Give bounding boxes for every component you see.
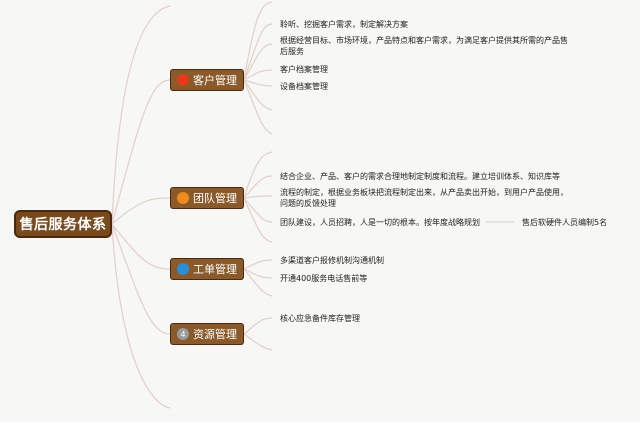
link-root-extra-top bbox=[111, 5, 171, 225]
link-b1-l1 bbox=[243, 195, 273, 199]
blue-circle-icon bbox=[177, 263, 189, 275]
link-root-extra-bottom bbox=[111, 223, 171, 409]
branch-customer-management[interactable]: 客户管理 bbox=[170, 69, 244, 91]
leaf-b0-1: 根据经营目标、市场环境，产品特点和客户需求，为满足客户提供其所需的产品售后服务 bbox=[280, 36, 568, 56]
leaf-b2-0: 多渠道客户报修机制沟通机制 bbox=[280, 256, 384, 265]
link-b0-l1 bbox=[243, 43, 273, 81]
link-b1-e0 bbox=[243, 151, 273, 199]
number-4-icon: 4 bbox=[177, 328, 189, 340]
branch-label: 资源管理 bbox=[193, 328, 237, 341]
link-b1-e1 bbox=[243, 197, 273, 243]
root-node[interactable]: 售后服务体系 bbox=[14, 210, 112, 238]
link-b0-l3 bbox=[243, 79, 273, 87]
number-4-icon-text: 4 bbox=[180, 329, 186, 339]
leaf-b0-0: 聆听、挖掘客户需求，制定解决方案 bbox=[280, 20, 408, 29]
link-b2-l1 bbox=[243, 268, 273, 279]
leaf-b3-0: 核心应急备件库存管理 bbox=[280, 314, 360, 323]
link-root-branch-1 bbox=[111, 197, 171, 225]
link-root-branch-0 bbox=[111, 79, 171, 225]
leaf-b1-1: 流程的制定，根据业务板块把流程制定出来，从产品卖出开始，到用户产品使用，问题的反… bbox=[280, 188, 568, 208]
link-b0-l2 bbox=[243, 69, 273, 81]
branch-resource-management[interactable]: 4 资源管理 bbox=[170, 323, 244, 345]
link-b1-l2 bbox=[243, 197, 273, 223]
link-b2-l0 bbox=[243, 259, 273, 270]
branch-team-management[interactable]: 团队管理 bbox=[170, 187, 244, 209]
link-b0-e0 bbox=[243, 79, 273, 111]
link-b3-l0 bbox=[243, 317, 273, 335]
leaf-b1-2: 团队建设，人员招聘，人是一切的根本。按年度战略规划 bbox=[280, 218, 480, 227]
link-b1-l0 bbox=[243, 175, 273, 199]
leaf-b0-2: 客户档案管理 bbox=[280, 65, 328, 74]
link-b0-l0 bbox=[243, 23, 273, 81]
branch-label: 工单管理 bbox=[193, 263, 237, 276]
branch-label: 团队管理 bbox=[193, 192, 237, 205]
link-b2-e0 bbox=[243, 268, 273, 297]
red-circle-icon bbox=[177, 74, 189, 86]
branch-label: 客户管理 bbox=[193, 74, 237, 87]
leaf-b1-sub: 售后软硬件人员编制5名 bbox=[522, 218, 608, 227]
root-node-label: 售后服务体系 bbox=[19, 217, 107, 233]
link-b0-e1 bbox=[243, 79, 273, 135]
branch-ticket-management[interactable]: 工单管理 bbox=[170, 258, 244, 280]
link-root-branch-3 bbox=[111, 223, 171, 335]
link-b3-e0 bbox=[243, 333, 273, 351]
link-b0-e2 bbox=[243, 1, 273, 81]
link-root-branch-2 bbox=[111, 223, 171, 270]
leaf-b1-0: 结合企业、产品、客户的需求合理地制定制度和流程。建立培训体系、知识库等 bbox=[280, 172, 560, 181]
leaf-b0-3: 设备档案管理 bbox=[280, 82, 328, 91]
leaf-b2-1: 开通400服务电话售前等 bbox=[280, 274, 368, 283]
orange-circle-icon bbox=[177, 192, 189, 204]
